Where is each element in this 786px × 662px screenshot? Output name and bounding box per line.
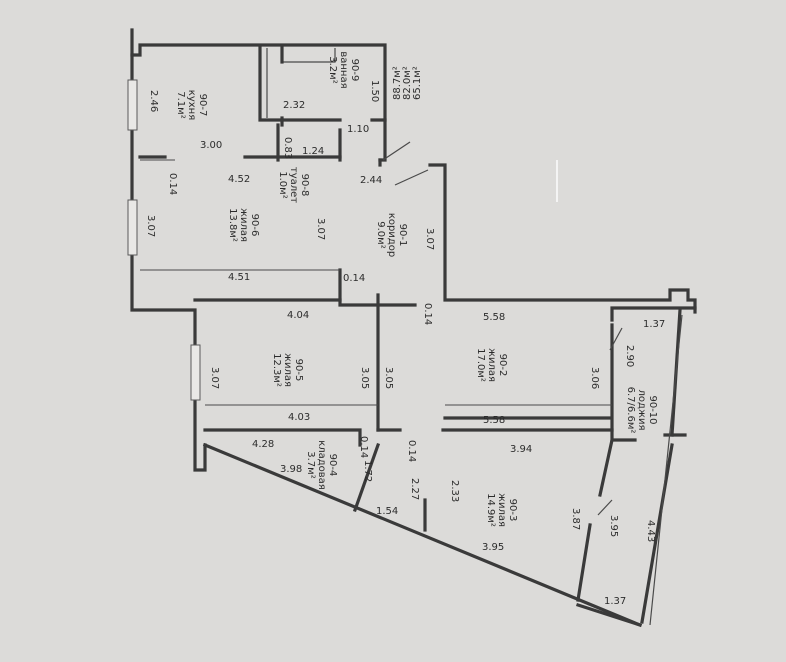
room-label-line: 7.1м²	[175, 91, 186, 118]
room-storage: 90-4кладовая3.7м²	[305, 440, 338, 490]
dim-label: 4.52	[228, 174, 250, 185]
dim-label: 3.05	[359, 367, 370, 389]
dim-label: 3.87	[570, 508, 581, 530]
room-living3: 90-3жилая14.9м²	[485, 493, 518, 527]
room-label-line: 90-3	[507, 499, 518, 522]
room-corridor: 90-1коридор9.0м²	[375, 213, 408, 257]
dim-label: 2.46	[148, 90, 159, 112]
room-label-line: 1.0м²	[277, 171, 288, 198]
dim-label: 0.14	[343, 273, 365, 284]
room-label-line: 17.0м²	[475, 348, 486, 382]
room-label-line: 3.7м²	[305, 451, 316, 478]
dim-label: 3.95	[608, 515, 619, 537]
room-label-line: ванная	[338, 51, 349, 88]
room-label-line: 90-9	[349, 59, 360, 82]
room-label-line: 12.3м²	[271, 353, 282, 387]
dim-label: 0.14	[406, 440, 417, 462]
dim-label: 4.28	[252, 439, 274, 450]
room-label-line: 13.8м²	[227, 208, 238, 242]
dim-label: 4.51	[228, 272, 250, 283]
dim-label: 3.07	[424, 228, 435, 250]
room-label-line: жилая	[238, 208, 249, 242]
dim-label: 3.98	[280, 464, 302, 475]
dim-label: 4.43	[645, 520, 656, 542]
room-labels: 90-7кухня7.1м² 90-9ванная3.2м² 90-8туале…	[175, 51, 658, 527]
dim-label: 1.50	[369, 80, 380, 102]
room-label-line: кладовая	[316, 440, 327, 490]
dimension-ticks	[140, 159, 612, 406]
interior-walls	[138, 46, 687, 628]
room-label-line: 3.2м²	[327, 56, 338, 83]
dim-label: 0.14	[422, 303, 433, 325]
total-1: 82.0м²	[402, 66, 413, 100]
dim-label: 3.07	[145, 215, 156, 237]
dim-label: 2.27	[409, 478, 420, 500]
total-2: 88.7м²	[392, 66, 403, 100]
dim-label: 2.33	[449, 480, 460, 502]
dim-label: 1.54	[376, 506, 398, 517]
dim-label: 2.32	[283, 100, 305, 111]
dim-label: 3.07	[315, 218, 326, 240]
dim-label: 0.14	[167, 173, 178, 195]
total-0: 65.1м²	[412, 66, 423, 100]
room-label-line: 90-1	[397, 224, 408, 247]
room-label-line: лоджия	[636, 390, 647, 431]
dim-label: 1.24	[302, 146, 324, 157]
room-label-line: 14.9м²	[485, 493, 496, 527]
dim-label: 1.37	[643, 319, 665, 330]
room-label-line: жилая	[496, 493, 507, 527]
dim-label: 2.90	[624, 345, 635, 367]
dim-label: 3.05	[383, 367, 394, 389]
dim-label: 5.58	[483, 312, 505, 323]
dim-label: 0.83	[282, 137, 293, 159]
room-bathroom: 90-9ванная3.2м²	[327, 51, 360, 88]
dim-label: 4.03	[288, 412, 310, 423]
outer-walls	[130, 28, 697, 628]
room-living5: 90-5жилая12.3м²	[271, 353, 304, 387]
dim-label: 1.10	[347, 124, 369, 135]
windows	[127, 79, 201, 401]
dim-label: 3.94	[510, 444, 532, 455]
room-label-line: 90-10	[647, 395, 658, 424]
room-label-line: 90-4	[327, 454, 338, 477]
dim-label: 0.14	[358, 436, 369, 458]
glare-mark	[556, 160, 558, 202]
room-label-line: 90-5	[293, 359, 304, 382]
room-label-line: 90-8	[299, 174, 310, 197]
dimension-labels: 2.46 1.50 2.32 1.10 3.00 0.83 1.24 0.14 …	[145, 80, 665, 607]
dim-label: 1.72	[362, 460, 373, 482]
room-label-line: 9.0м²	[375, 221, 386, 248]
dim-label: 3.07	[209, 367, 220, 389]
room-toilet: 90-8туалет1.0м²	[277, 167, 310, 203]
dim-label: 5.58	[483, 415, 505, 426]
dim-label: 3.00	[200, 140, 222, 151]
room-label-line: жилая	[282, 353, 293, 387]
room-label-line: 6.7/6.6м²	[625, 387, 636, 434]
room-loggia: 90-10лоджия6.7/6.6м²	[625, 387, 658, 434]
room-label-line: кухня	[186, 90, 197, 120]
dim-label: 4.04	[287, 310, 309, 321]
room-label-line: 90-6	[249, 214, 260, 237]
room-label-line: жилая	[486, 348, 497, 382]
room-kitchen: 90-7кухня7.1м²	[175, 90, 208, 120]
room-label-line: туалет	[288, 167, 299, 203]
room-living6: 90-6жилая13.8м²	[227, 208, 260, 242]
dim-label: 1.37	[604, 596, 626, 607]
dim-label: 3.95	[482, 542, 504, 553]
dim-label: 2.44	[360, 175, 382, 186]
dim-label: 3.06	[589, 367, 600, 389]
room-label-line: 90-7	[197, 94, 208, 117]
room-label-line: 90-2	[497, 354, 508, 377]
area-totals: 65.1м² 82.0м² 88.7м²	[392, 66, 423, 100]
room-label-line: коридор	[386, 213, 397, 257]
room-living2: 90-2жилая17.0м²	[475, 348, 508, 382]
